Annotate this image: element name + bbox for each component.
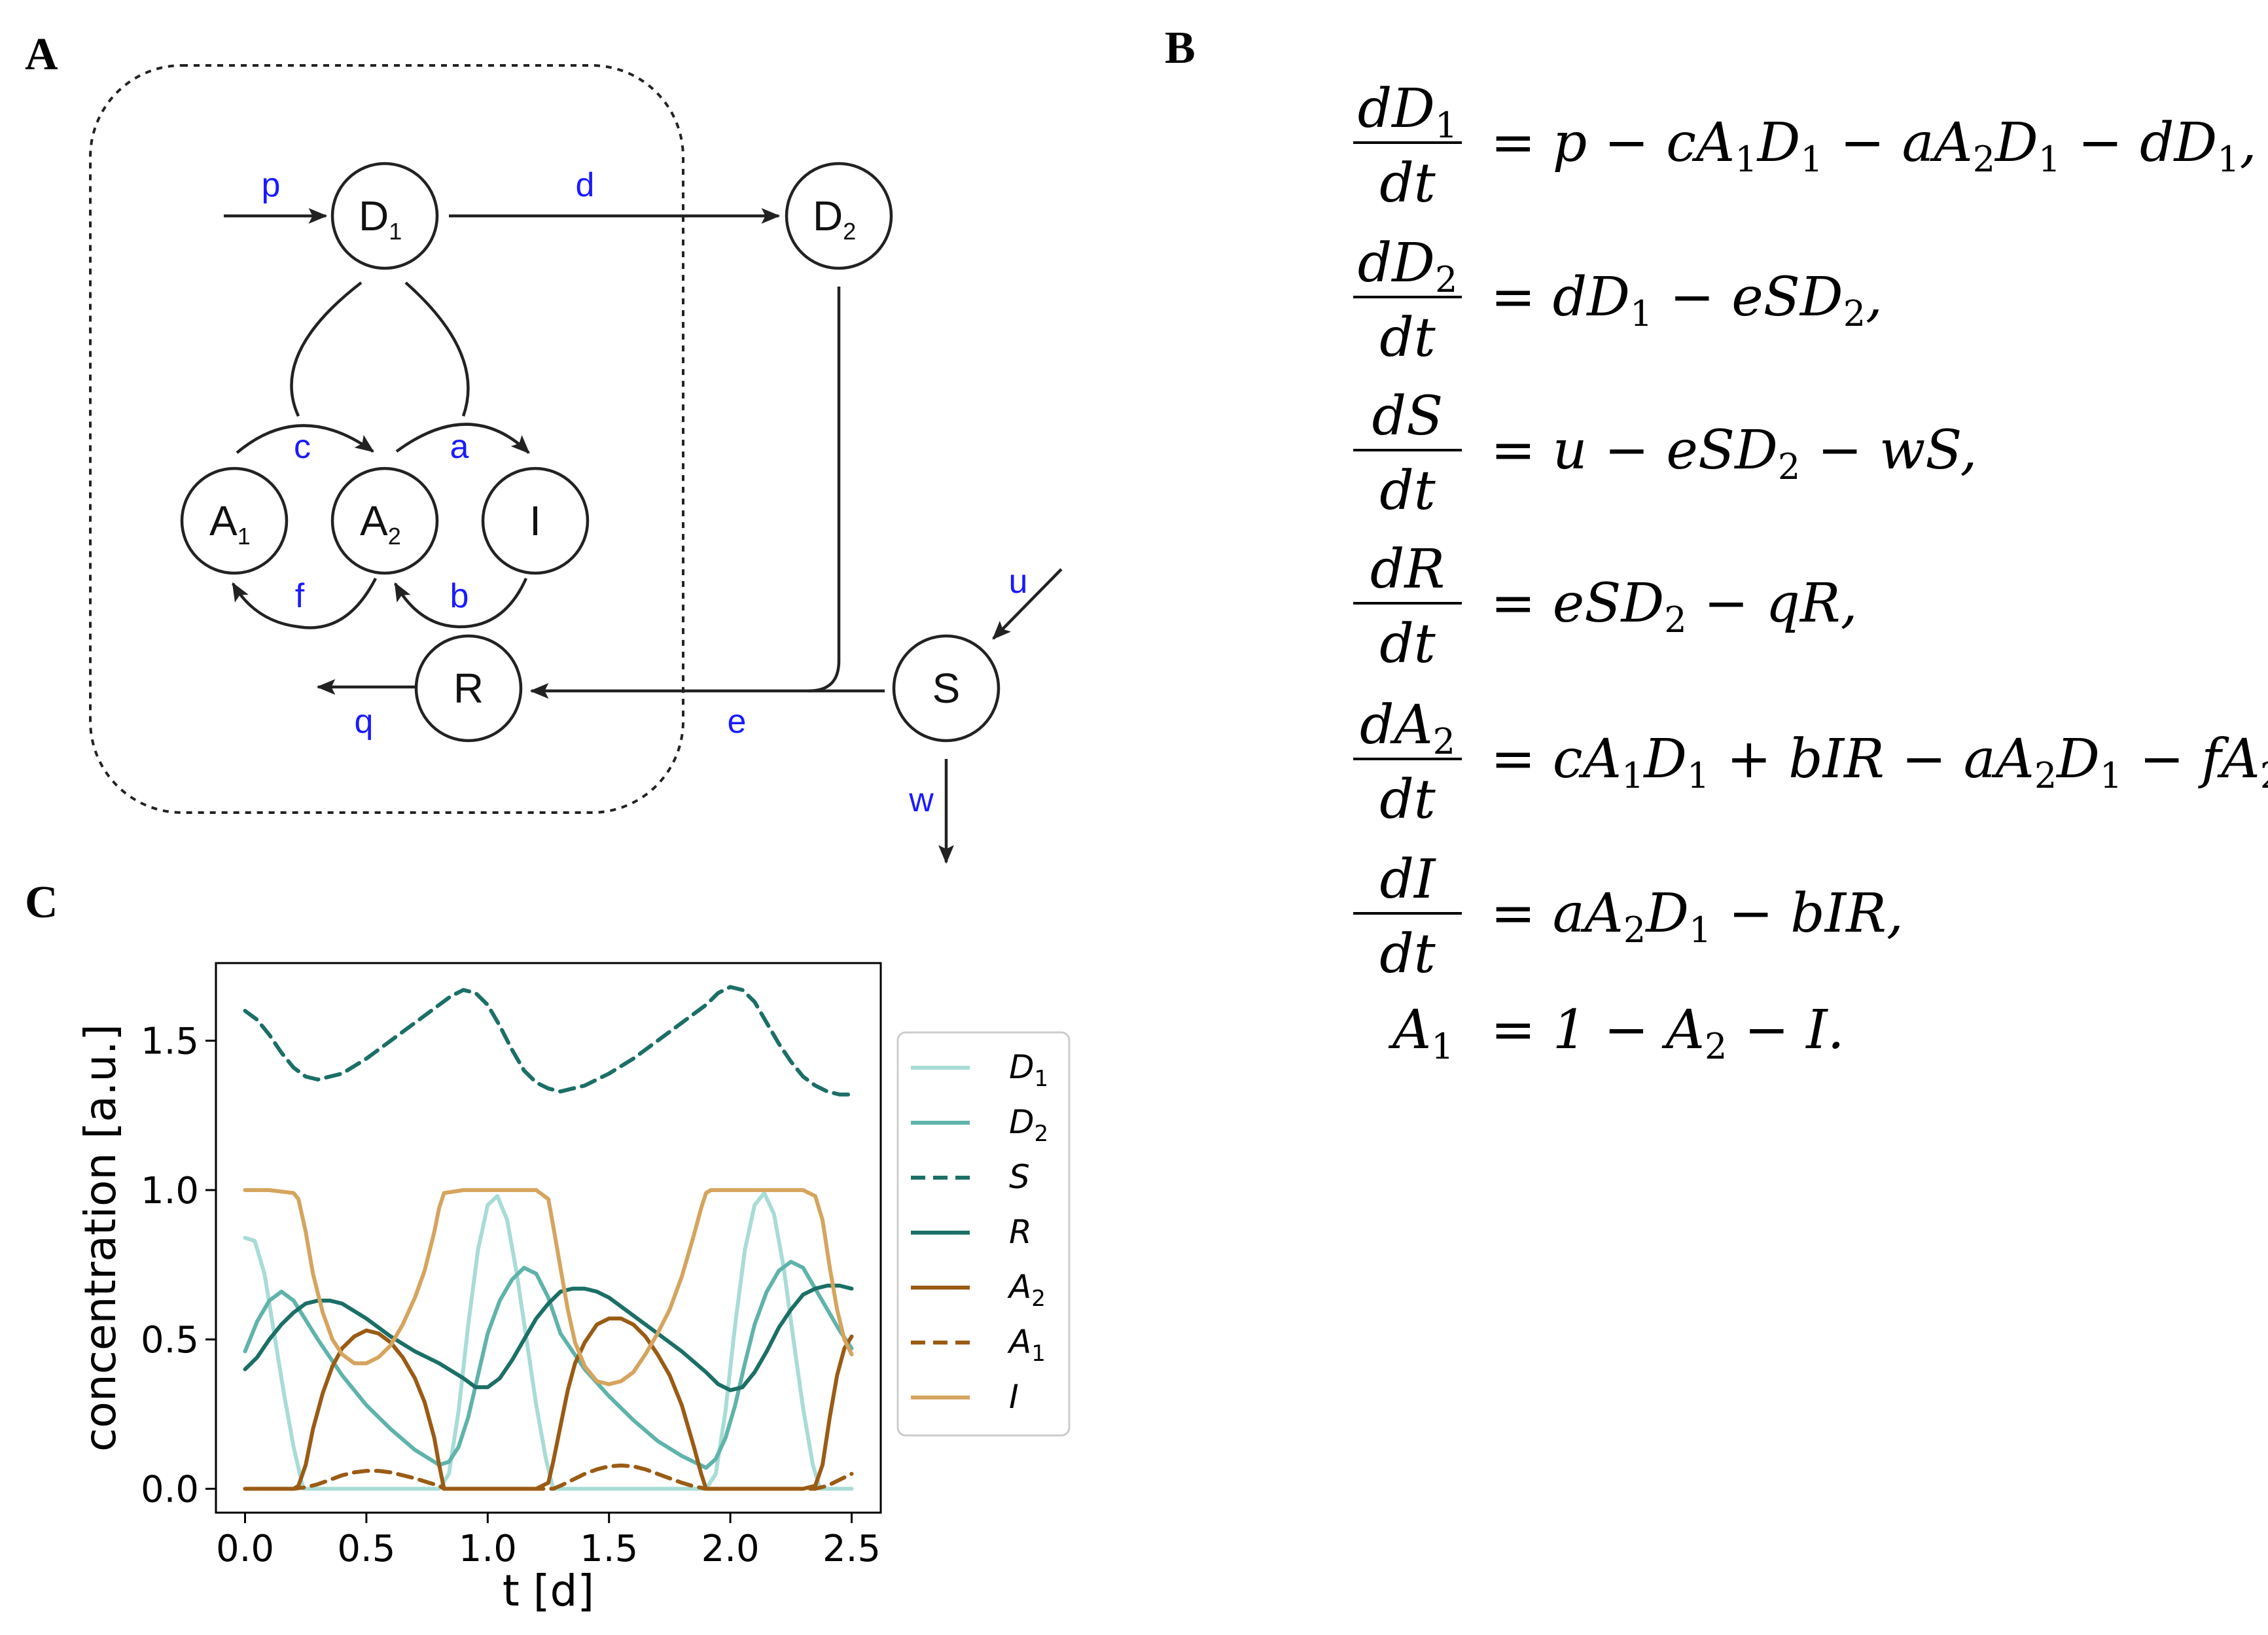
rate-label-a: a <box>450 428 469 466</box>
x-tick-label: 2.0 <box>701 1528 760 1570</box>
equation-7: A1 = 1 − A2 − I. <box>1388 999 1845 1067</box>
rate-label-f: f <box>295 577 305 615</box>
eq-numerator: dD1 <box>1358 78 1458 146</box>
x-tick-label: 1.5 <box>580 1528 638 1570</box>
eq-denominator: dt <box>1379 307 1436 369</box>
eq-denominator: dt <box>1379 923 1436 985</box>
y-tick-label: 0.0 <box>141 1468 199 1511</box>
y-axis-label: concentration [a.u.] <box>75 1024 126 1452</box>
arrow-u <box>992 568 1063 640</box>
series-line-r <box>243 1284 854 1392</box>
rate-label-p: p <box>262 166 281 204</box>
panel-letter-b: B <box>1165 23 1196 73</box>
eq-rhs: = dD1 − eSD2, <box>1491 266 1883 334</box>
panel-letter-c: C <box>25 877 58 928</box>
eq-numerator: dD2 <box>1358 232 1458 300</box>
node-r-label: R <box>453 665 484 712</box>
node-d1-label: D1 <box>359 192 402 245</box>
node-d2 <box>785 162 893 270</box>
y-axis-ticks: 0.0 0.5 1.0 1.5 <box>141 1021 216 1511</box>
node-d1 <box>330 162 439 270</box>
x-tick-label: 0.5 <box>337 1528 395 1570</box>
node-labels: D1 D2 A1 A2 I R S <box>209 192 960 712</box>
eq-denominator: dt <box>1379 460 1436 522</box>
series-line-d2 <box>243 1259 854 1470</box>
node-d2-label: D2 <box>813 192 856 245</box>
y-tick-label: 0.5 <box>141 1319 199 1362</box>
eq-lhs: A1 <box>1388 999 1454 1067</box>
eq-rhs: = p − cA1D1 − aA2D1 − dD1, <box>1491 112 2257 180</box>
y-tick-label: 1.0 <box>141 1170 199 1212</box>
rate-label-u: u <box>1009 563 1028 601</box>
rate-label-b: b <box>450 577 469 615</box>
eq-rhs: = aA2D1 − bIR, <box>1491 883 1904 951</box>
eq-rhs: = eSD2 − qR, <box>1491 572 1858 641</box>
compartment-boundary <box>89 64 684 814</box>
node-s <box>892 634 1001 743</box>
node-i-label: I <box>529 497 541 544</box>
rate-label-d: d <box>576 166 595 204</box>
legend-box <box>896 1031 1071 1437</box>
legend-label-d2: D2 <box>1009 1103 1048 1147</box>
time-course-chart: 0.0 0.5 1.0 1.5 2.0 2.5 0.0 0.5 1.0 1.5 t [d] co… <box>75 962 1071 1616</box>
rate-label-w: w <box>908 781 934 819</box>
rate-label-c: c <box>294 428 311 466</box>
node-s-label: S <box>932 665 961 712</box>
equation-6: dI dt = aA2D1 − bIR, <box>1353 849 1904 985</box>
legend-label-i: I <box>1009 1378 1019 1416</box>
x-tick-label: 2.5 <box>823 1528 881 1570</box>
eq-numerator: dS <box>1372 385 1444 448</box>
x-axis-label: t [d] <box>503 1566 594 1616</box>
equation-2: dD2 dt = dD1 − eSD2, <box>1353 232 1883 369</box>
legend-label-a1: A1 <box>1007 1323 1046 1367</box>
legend-label-a2: A2 <box>1007 1268 1046 1312</box>
node-a2-label: A2 <box>360 497 401 550</box>
panel-letter-a: A <box>25 29 58 80</box>
plot-area <box>215 962 882 1514</box>
rate-labels: p d c a f b q e u w <box>262 166 1028 819</box>
eq-numerator: dI <box>1380 849 1436 911</box>
series-line-i <box>243 1188 854 1386</box>
arrow-a <box>395 423 530 454</box>
arrow-c <box>236 424 374 454</box>
eq-rhs: = u − eSD2 − wS, <box>1491 419 1977 487</box>
plot-series <box>243 985 854 1491</box>
y-tick-label: 1.5 <box>141 1021 199 1063</box>
node-a1-label: A1 <box>209 497 251 550</box>
node-a1 <box>180 466 289 575</box>
node-a2 <box>330 466 439 575</box>
series-line-s <box>243 985 854 1097</box>
arrow-f <box>232 577 378 629</box>
x-axis-ticks: 0.0 0.5 1.0 1.5 2.0 2.5 <box>216 1513 881 1570</box>
series-line-d1 <box>243 1191 854 1491</box>
eq-rhs: = cA1D1 + bIR − aA2D1 − fA2, <box>1491 728 2268 796</box>
catalysis-link-a <box>404 281 470 417</box>
eq-numerator: dR <box>1370 538 1445 601</box>
legend-label-r: R <box>1009 1213 1032 1251</box>
eq-denominator: dt <box>1379 769 1436 831</box>
reaction-network-diagram <box>89 64 1063 864</box>
series-line-a1 <box>243 1463 854 1491</box>
x-tick-label: 1.0 <box>459 1528 517 1570</box>
eq-rhs: = 1 − A2 − I. <box>1491 999 1845 1067</box>
eq-denominator: dt <box>1379 152 1436 215</box>
equation-5: dA2 dt = cA1D1 + bIR − aA2D1 − fA2, <box>1353 694 2268 831</box>
catalysis-link-c <box>290 281 363 417</box>
legend-label-s: S <box>1009 1158 1030 1196</box>
legend-label-d1: D1 <box>1009 1048 1048 1092</box>
equation-4: dR dt = eSD2 − qR, <box>1353 538 1858 675</box>
arrow-b <box>394 578 528 629</box>
rate-label-q: q <box>355 703 374 741</box>
eq-numerator: dA2 <box>1360 694 1455 762</box>
eq-denominator: dt <box>1379 613 1436 675</box>
equation-3: dS dt = u − eSD2 − wS, <box>1353 385 1977 522</box>
x-tick-label: 0.0 <box>216 1528 274 1570</box>
rate-label-e: e <box>728 703 747 741</box>
node-r <box>414 634 523 743</box>
node-i <box>481 466 590 575</box>
